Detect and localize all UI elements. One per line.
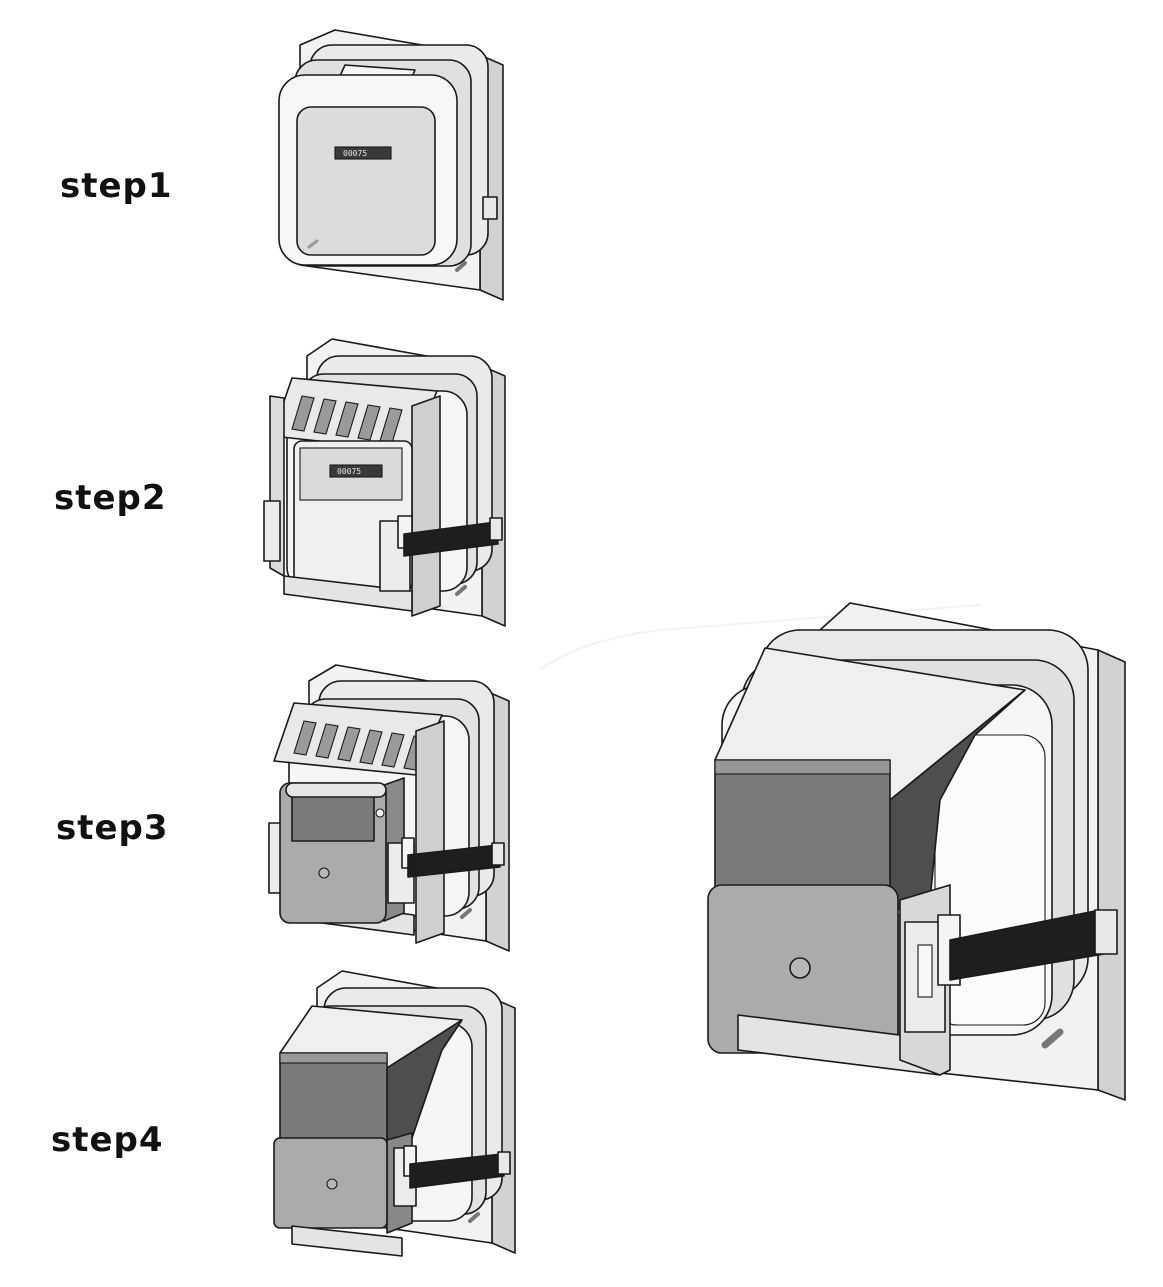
wall-screw [1041,1028,1064,1049]
cover-hinge [285,782,387,798]
meter-face [296,106,436,256]
step4-illustration [273,970,516,1257]
step1-illustration: 00075 [278,29,504,301]
wall-plate-side [1097,649,1126,1101]
step1-label: step1 [60,166,173,206]
frame-right-rail [415,720,445,944]
wall-screw [455,585,467,596]
strap [403,521,499,557]
frame-slots [293,720,427,771]
background-outline [539,604,981,671]
frame-bottom-bar [283,575,413,612]
assembled-enlarged-illustration [539,602,1126,1101]
side-latch [491,842,505,866]
side-latch [497,1151,511,1175]
strap [407,844,501,878]
frame-slots [291,395,403,444]
step3-label: step3 [56,808,169,848]
cover-hinge-pin [375,808,385,818]
frame-right-clip-slot [917,944,933,998]
wall-screw [460,908,472,919]
meter-counter-window [329,464,383,478]
meter-counter-digits: 00075 [343,149,367,158]
frame-bottom-bar [291,1225,403,1257]
cover-lock-hole [326,1178,338,1190]
cover-box-window [291,792,375,842]
cover-lock-hole [318,867,330,879]
step4-label: step4 [51,1120,164,1160]
side-latch [1094,909,1118,955]
cover-upper-rim [714,759,891,775]
meter-counter-digits: 00075 [337,467,361,476]
cover-upper-front [279,1052,388,1142]
meter-counter-window [334,146,392,160]
wall-screw [468,1212,480,1223]
step2-illustration: 00075 [263,338,506,627]
wall-screw-left [307,239,319,249]
side-latch [489,517,503,541]
cover-upper-rim [279,1052,388,1064]
step2-label: step2 [54,478,167,518]
strap [409,1153,505,1189]
wall-screw [455,261,467,272]
frame-right-rail [411,395,441,617]
frame-left-clip [263,500,281,562]
cover-lock-hole [789,957,811,979]
side-latch [482,196,498,220]
step3-illustration [268,664,510,952]
